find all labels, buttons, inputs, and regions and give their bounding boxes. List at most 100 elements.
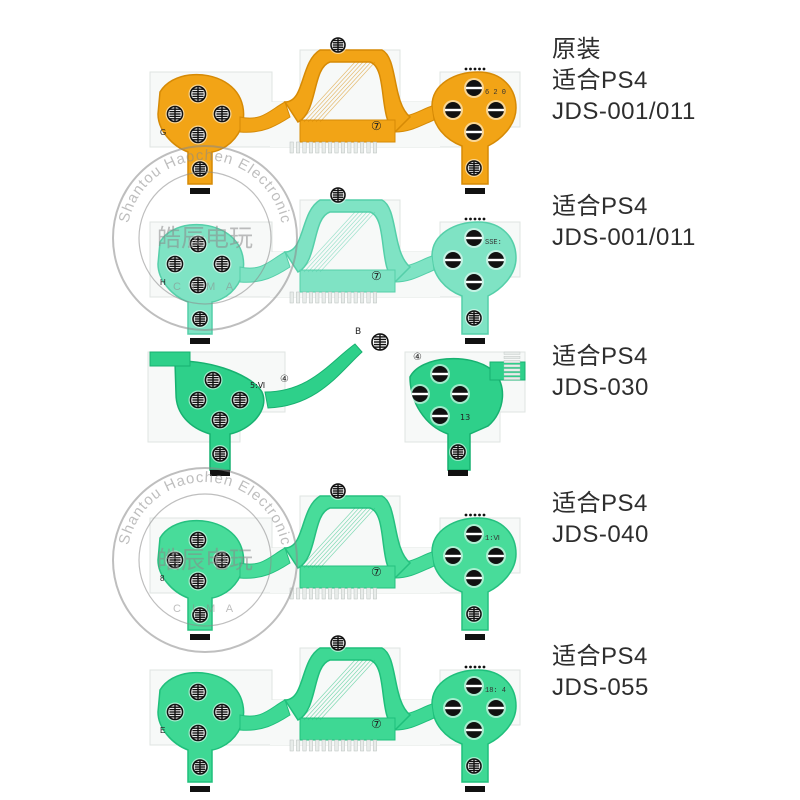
connector-pin	[296, 291, 301, 304]
pad-gap	[466, 576, 482, 580]
trace-line	[303, 659, 360, 721]
connector-pin	[360, 291, 365, 304]
connector-pin	[289, 291, 294, 304]
film-marking: 18: 4	[485, 687, 506, 695]
pad-gap	[432, 372, 448, 376]
film-marking: ⑦	[371, 565, 382, 579]
trace-line	[319, 211, 376, 273]
connector-pin	[340, 291, 345, 304]
label-line: 适合PS4	[552, 67, 648, 94]
connector-pin	[321, 587, 326, 600]
product-labels: 原装 适合PS4 JDS-001/011 适合PS4 JDS-001/011 适…	[552, 0, 792, 800]
connector-pin	[503, 368, 521, 372]
watermark-center-text: 皓辰电玩	[157, 224, 253, 252]
film-marking: E	[160, 726, 165, 735]
connector-pin	[372, 291, 377, 304]
connector-pin	[372, 739, 377, 752]
pad-gap	[466, 280, 482, 284]
pad-gap	[412, 392, 428, 396]
tail-contact	[465, 188, 485, 194]
film-marking: ⑦	[371, 119, 382, 133]
right-cluster-film	[409, 357, 504, 471]
film-marking: 1:Ⅵ	[485, 535, 500, 543]
connector-pin	[315, 587, 320, 600]
connector-pin	[340, 739, 345, 752]
pad-gap	[466, 86, 482, 90]
marker-dot	[469, 67, 472, 71]
film-marking: 5:Ⅵ	[250, 381, 265, 390]
left-bridge-film	[239, 101, 291, 133]
connector-pin	[360, 587, 365, 600]
connector-pin	[315, 141, 320, 154]
connector-pin	[296, 739, 301, 752]
tail-contact	[465, 786, 485, 792]
tail-contact	[190, 188, 210, 194]
pad-gap	[466, 728, 482, 732]
pad-gap	[452, 392, 468, 396]
marker-dot	[482, 665, 486, 669]
marker-dot	[473, 67, 477, 71]
marker-dot	[473, 665, 477, 669]
label-line: 适合PS4	[552, 643, 648, 670]
connector-pin	[289, 739, 294, 752]
label-line: JDS-001/011	[552, 224, 696, 251]
connector-pin	[321, 291, 326, 304]
watermark-ring	[112, 467, 298, 653]
trace-line	[303, 211, 360, 273]
connector-pin	[353, 291, 358, 304]
label-line: 适合PS4	[552, 490, 648, 517]
label-jds-001: 适合PS4 JDS-001/011	[552, 191, 696, 253]
pad-gap	[432, 414, 448, 418]
connector-pin	[366, 291, 371, 304]
connector-pin	[321, 739, 326, 752]
connector-pin	[302, 587, 307, 600]
connector-pin	[372, 141, 377, 154]
trace-line	[319, 61, 376, 123]
connector-pin	[503, 377, 521, 380]
pad-gap	[488, 706, 504, 710]
right-bridge-film	[394, 255, 435, 283]
connector-pin	[328, 291, 333, 304]
trace-line	[311, 211, 368, 273]
marker-dot	[482, 217, 486, 221]
pad-gap	[466, 236, 482, 240]
film-marking: B	[355, 327, 361, 337]
tail-contact	[448, 470, 468, 476]
connector-pin	[347, 739, 352, 752]
connector-pin	[503, 364, 521, 368]
marker-dot	[469, 665, 472, 669]
tail-contact	[210, 470, 230, 476]
circuit-film-jds-040: 8 ⑦ 1:Ⅵ	[149, 482, 521, 640]
connector-pin	[347, 141, 352, 154]
trace-line	[303, 507, 360, 569]
trace-line	[319, 507, 376, 569]
film-marking: ⑦	[371, 717, 382, 731]
connector-pin	[308, 587, 313, 600]
marker-dot	[478, 67, 481, 71]
marker-dot	[464, 67, 468, 71]
label-jds-001-original: 原装 适合PS4 JDS-001/011	[552, 34, 696, 127]
trace-line	[299, 507, 356, 569]
pad-gap	[445, 108, 461, 112]
watermark-sub-text: C I M A	[173, 281, 237, 293]
label-line: JDS-040	[552, 521, 649, 548]
connector-pin	[360, 739, 365, 752]
film-marking: 8	[160, 574, 165, 583]
label-line: 原装	[552, 36, 601, 63]
pad-gap	[445, 554, 461, 558]
trace-line	[307, 211, 364, 273]
watermark-ring	[138, 493, 272, 627]
pad-gap	[445, 258, 461, 262]
connector-pin	[334, 739, 339, 752]
trace-line	[319, 659, 376, 721]
connector-pin	[315, 291, 320, 304]
trace-line	[311, 659, 368, 721]
connector-pin	[328, 739, 333, 752]
connector-pin	[296, 141, 301, 154]
label-line: JDS-055	[552, 674, 649, 701]
connector-pin	[308, 141, 313, 154]
connector-pin	[366, 587, 371, 600]
connector-pin	[503, 356, 521, 359]
